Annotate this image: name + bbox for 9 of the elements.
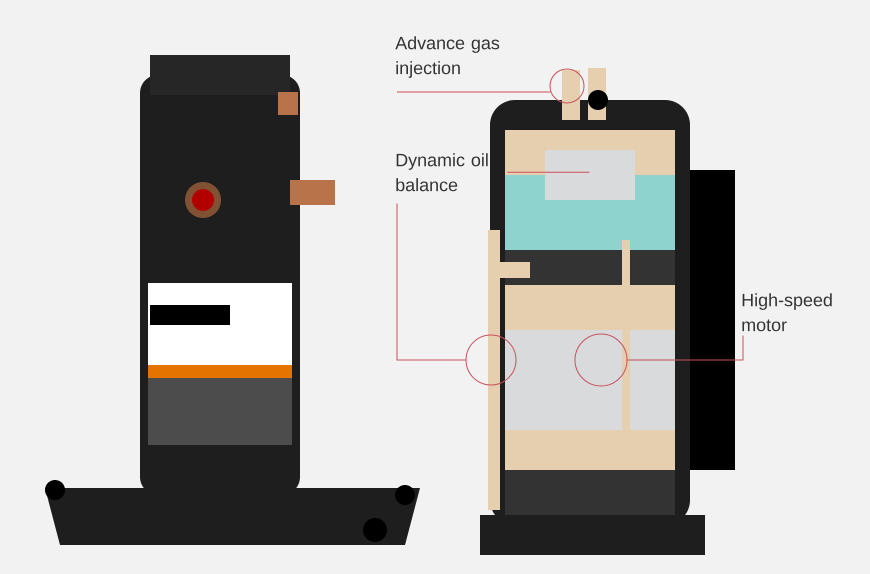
leader-line: [506, 172, 590, 173]
highlight-circle: [466, 334, 516, 386]
highlight-circle: [550, 68, 584, 104]
callout-label: Dynamic oil balance: [396, 153, 488, 192]
leader-line: [627, 334, 744, 360]
highlight-circle: [574, 334, 628, 386]
callout-label: High-speed motor: [742, 293, 832, 332]
leader-line: [396, 202, 466, 360]
callout-label: Advance gas injection: [395, 36, 500, 78]
